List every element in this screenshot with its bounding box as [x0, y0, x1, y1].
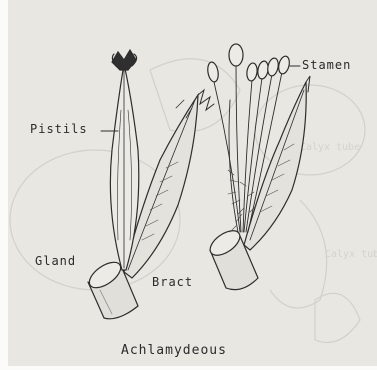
- anther: [206, 61, 219, 82]
- bract-label: Bract: [152, 275, 193, 289]
- bleed-through-shapes: [10, 59, 365, 343]
- anther: [246, 62, 258, 81]
- staminate-flower: [206, 44, 310, 290]
- anther: [229, 44, 243, 66]
- stigma: [112, 50, 137, 70]
- gland-label: Gland: [35, 254, 76, 268]
- bleed-through-text-2: Calyx tube: [325, 249, 377, 260]
- page-margin-bottom: [0, 366, 377, 370]
- pistillate-flower: [85, 50, 214, 319]
- anthers: [206, 44, 291, 83]
- stamen-label: Stamen: [302, 58, 351, 72]
- anther: [277, 55, 291, 75]
- figure-caption: Achlamydeous: [121, 343, 227, 358]
- pistils-label: Pistils: [30, 122, 88, 136]
- anther: [266, 57, 280, 77]
- bleed-through-text: Calyx tube: [300, 142, 360, 153]
